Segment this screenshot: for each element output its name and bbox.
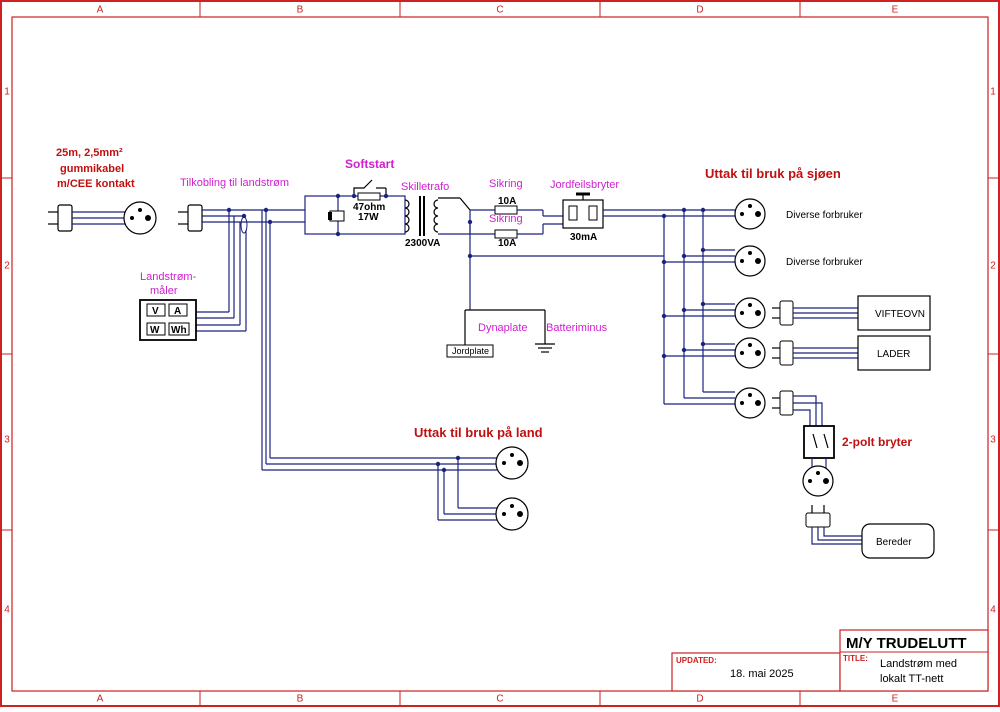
meter-key-v: V (152, 306, 159, 317)
cee-plug-icon (48, 204, 73, 232)
resistor-ohm: 47ohm (353, 202, 385, 213)
water-heater-box (861, 523, 935, 559)
socket-icon (734, 245, 766, 277)
meter-key-wh: Wh (171, 325, 187, 336)
row-label-4-right: 4 (990, 605, 996, 616)
rcd-label: Jordfeilsbryter (550, 179, 619, 191)
consumer-label-2: Diverse forbruker (786, 257, 863, 268)
charger-box (857, 335, 931, 371)
column-label-d-bottom: D (696, 694, 703, 705)
column-label-c-top: C (496, 5, 503, 16)
grounding: Jordplate Dynaplate Batteriminus (446, 309, 608, 358)
resistor-watt: 17W (358, 212, 379, 223)
transformer-rating: 2300VA (405, 238, 440, 249)
column-label-a-top: A (97, 5, 104, 16)
socket-icon (734, 198, 766, 230)
column-label-a-bottom: A (97, 694, 104, 705)
water-heater-label: Bereder (876, 537, 912, 548)
secondary-bus: Sikring 10A Sikring 10A (438, 178, 664, 310)
row-label-1-left: 1 (4, 87, 10, 98)
rcd: Jordfeilsbryter 30mA (550, 179, 619, 243)
cee-socket-icon (123, 201, 157, 235)
two-pole-switch (803, 425, 835, 468)
land-outlets-heading: Uttak til bruk på land (414, 425, 543, 440)
heater-box (857, 295, 931, 331)
meter-key-w: W (150, 325, 160, 336)
earth-plate-label: Jordplate (452, 346, 489, 356)
shore-cable: 25m, 2,5mm² gummikabel m/CEE kontakt (48, 147, 157, 235)
charger-label: LADER (877, 349, 910, 360)
updated-value: 18. mai 2025 (730, 668, 794, 680)
dynaplate-label: Dynaplate (478, 322, 528, 334)
battery-minus-label: Batteriminus (546, 322, 608, 334)
socket-icon (802, 465, 834, 497)
meter-label-line-2: måler (150, 285, 178, 297)
fuse-1-label: Sikring (489, 178, 523, 190)
fuse-2-rating: 10A (498, 238, 516, 249)
column-label-e-bottom: E (892, 694, 899, 705)
socket-icon (734, 297, 766, 329)
rcd-rating: 30mA (570, 232, 597, 243)
plug-icon (772, 340, 794, 366)
row-label-2-right: 2 (990, 261, 996, 272)
title-line-1: Landstrøm med (880, 658, 957, 670)
inlet-bus (196, 207, 305, 470)
title-line-2: lokalt TT-nett (880, 673, 943, 685)
column-label-b-top: B (297, 5, 304, 16)
plug-icon (772, 300, 794, 326)
meter-key-a: A (174, 306, 181, 317)
earth-plate-box (446, 344, 494, 358)
cable-label-line-1: 25m, 2,5mm² (56, 147, 123, 159)
plug-icon (805, 505, 831, 528)
column-label-c-bottom: C (496, 694, 503, 705)
land-distribution (262, 455, 497, 521)
sea-outlets-heading: Uttak til bruk på sjøen (705, 166, 841, 181)
updated-label: UPDATED: (676, 656, 717, 665)
fuse-2-label: Sikring (489, 213, 523, 225)
row-label-3-right: 3 (990, 435, 996, 446)
transformer-label: Skilletrafo (401, 181, 449, 193)
row-label-3-left: 3 (4, 435, 10, 446)
socket-icon (734, 337, 766, 369)
title-block: M/Y TRUDELUTT UPDATED: 18. mai 2025 TITL… (671, 629, 989, 692)
row-label-4-left: 4 (4, 605, 10, 616)
heater-label: VIFTEOVN (875, 309, 925, 320)
boat-name: M/Y TRUDELUTT (846, 635, 967, 652)
cable-label-line-2: gummikabel (60, 163, 124, 175)
socket-icon (734, 387, 766, 419)
row-label-1-right: 1 (990, 87, 996, 98)
inlet-plug-icon (178, 204, 203, 232)
softstart-label: Softstart (345, 157, 394, 171)
isolation-transformer: Skilletrafo 2300VA (401, 181, 449, 249)
sea-distribution (603, 207, 735, 405)
row-label-2-left: 2 (4, 261, 10, 272)
column-label-e-top: E (892, 5, 899, 16)
socket-icon (495, 497, 529, 531)
energy-meter: Landstrøm- måler V A W Wh (139, 271, 197, 341)
consumer-label-1: Diverse forbruker (786, 210, 863, 221)
column-label-b-bottom: B (297, 694, 304, 705)
softstart: Softstart 47ohm 17W (304, 157, 406, 237)
switch-label: 2-polt bryter (842, 435, 912, 449)
meter-label-line-1: Landstrøm- (140, 271, 197, 283)
inlet-label: Tilkobling til landstrøm (180, 177, 289, 189)
fuse-1-rating: 10A (498, 196, 516, 207)
title-label: TITLE: (843, 654, 868, 663)
plug-icon (772, 390, 794, 416)
cable-label-line-3: m/CEE kontakt (57, 178, 135, 190)
socket-icon (495, 446, 529, 480)
column-label-d-top: D (696, 5, 703, 16)
